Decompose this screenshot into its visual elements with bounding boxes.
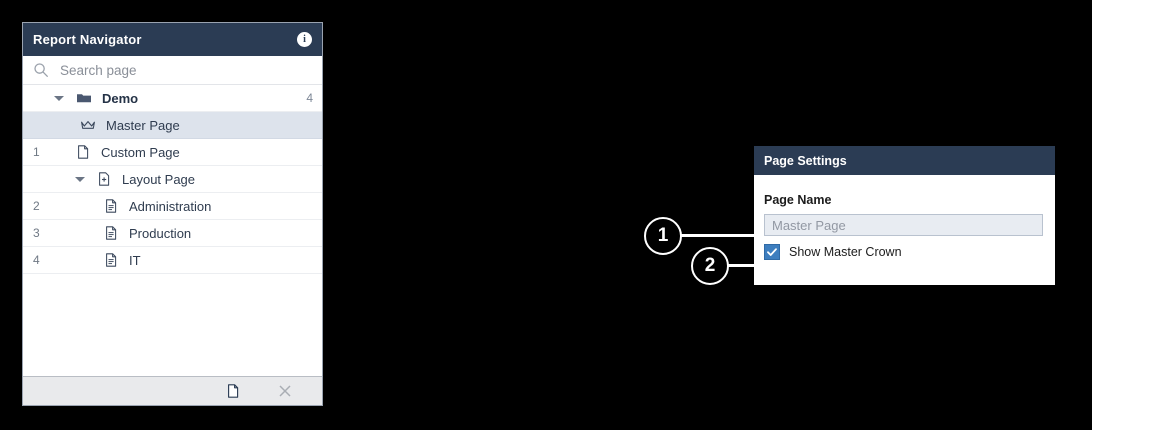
tree-row-layout-page[interactable]: Layout Page [23, 166, 322, 193]
chevron-down-icon[interactable] [54, 95, 64, 101]
page-settings-title: Page Settings [764, 153, 847, 168]
background-right-area [1092, 0, 1173, 430]
tree-row-production[interactable]: 3 Production [23, 220, 322, 247]
tree-row-number: 2 [33, 199, 40, 213]
callout-badge-1: 1 [644, 217, 682, 255]
tree-row-count: 4 [306, 91, 313, 105]
tree-row-number: 1 [33, 145, 40, 159]
show-master-crown-checkbox[interactable] [764, 244, 780, 260]
navigator-header: Report Navigator i [23, 23, 322, 56]
tree-row-label: Administration [129, 198, 212, 214]
close-icon[interactable] [276, 382, 294, 400]
document-icon [103, 225, 119, 241]
page-add-icon [96, 171, 112, 187]
tree-row-label: Production [129, 225, 192, 241]
page-tree: Demo 4 Master Page 1 [23, 85, 322, 376]
tree-row-label: Demo [102, 90, 139, 106]
tree-row-master-page[interactable]: Master Page [23, 112, 322, 139]
tree-row-label: Custom Page [101, 144, 180, 160]
search-placeholder: Search page [60, 62, 137, 78]
tree-row-number: 3 [33, 226, 40, 240]
callout-leader-line-2 [725, 264, 762, 267]
new-page-icon[interactable] [224, 382, 242, 400]
page-icon [75, 144, 91, 160]
info-icon[interactable]: i [297, 32, 312, 47]
search-icon [33, 62, 49, 78]
tree-row-label: IT [129, 252, 141, 268]
callout-badge-2: 2 [691, 247, 729, 285]
report-navigator-panel: Report Navigator i Search page [22, 22, 323, 406]
tree-row-demo[interactable]: Demo 4 [23, 85, 322, 112]
show-master-crown-label: Show Master Crown [789, 245, 902, 259]
tree-row-number: 4 [33, 253, 40, 267]
search-input[interactable]: Search page [23, 56, 322, 85]
tree-row-label: Layout Page [122, 171, 196, 187]
page-name-input[interactable]: Master Page [764, 214, 1043, 236]
panel-title: Report Navigator [33, 32, 142, 47]
tree-row-administration[interactable]: 2 Administration [23, 193, 322, 220]
tree-row-label: Master Page [106, 117, 180, 133]
folder-icon [76, 90, 92, 106]
document-icon [103, 198, 119, 214]
page-settings-header: Page Settings [754, 146, 1055, 175]
page-name-label: Page Name [764, 193, 832, 207]
show-master-crown-row[interactable]: Show Master Crown [764, 244, 1043, 260]
crown-icon [80, 117, 96, 133]
document-icon [103, 252, 119, 268]
callout-leader-line-1 [678, 234, 760, 237]
chevron-down-icon[interactable] [75, 176, 85, 182]
tree-row-custom-page[interactable]: 1 Custom Page [23, 139, 322, 166]
tree-row-it[interactable]: 4 IT [23, 247, 322, 274]
page-settings-body: Page Name Master Page Show Master Crown [754, 175, 1055, 285]
navigator-footer-toolbar [23, 376, 322, 405]
page-settings-panel: Page Settings Page Name Master Page Show… [754, 146, 1055, 285]
